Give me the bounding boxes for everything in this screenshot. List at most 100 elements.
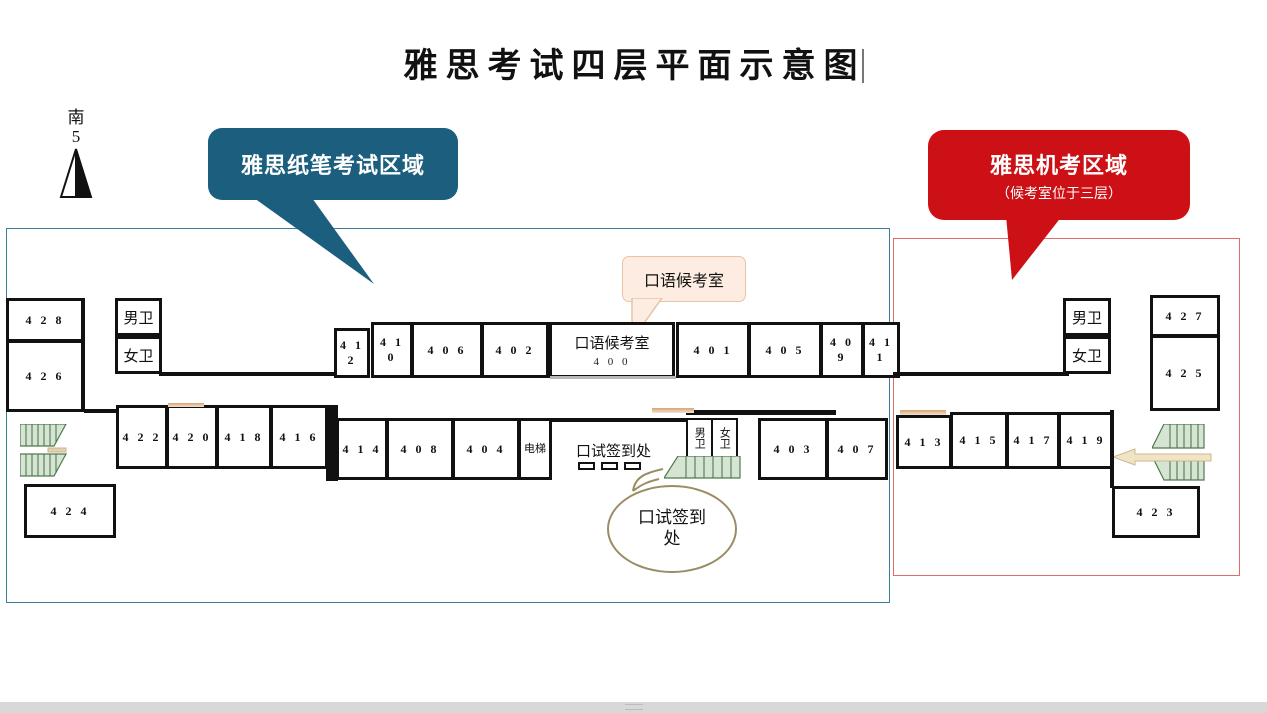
room-403-label: 4 0 3 <box>773 441 813 456</box>
room-420-label: 4 2 0 <box>172 429 212 444</box>
room-412[interactable]: 4 1 2 <box>334 328 370 378</box>
room-428[interactable]: 4 2 8 <box>6 298 84 342</box>
room-413[interactable]: 4 1 3 <box>896 415 952 469</box>
wall-segment <box>550 376 676 379</box>
room-417[interactable]: 4 1 7 <box>1006 412 1060 469</box>
room-423[interactable]: 4 2 3 <box>1112 486 1200 538</box>
room-408[interactable]: 4 0 8 <box>386 418 454 480</box>
restroom-women-left-label: 女卫 <box>123 346 154 365</box>
room-428-label: 4 2 8 <box>25 312 65 327</box>
restroom-men-right[interactable]: 男卫 <box>1063 298 1111 336</box>
restroom-women-mid[interactable]: 女卫 <box>711 418 738 458</box>
room-414-label: 4 1 4 <box>342 441 382 456</box>
stairs-left-icon <box>19 423 76 487</box>
callout-paper-zone-label: 雅思纸笔考试区域 <box>240 154 425 179</box>
checkin-desk <box>578 462 595 470</box>
wall-segment <box>1110 410 1114 488</box>
wall-segment <box>893 372 1069 376</box>
room-elevator[interactable]: 电梯 <box>518 418 552 480</box>
room-404-label: 4 0 4 <box>466 441 506 456</box>
restroom-women-left[interactable]: 女卫 <box>115 336 162 374</box>
page-title-text: 雅思考试四层平面示意图 <box>403 46 866 86</box>
callout-computer-zone-label: 雅思机考区域 <box>989 153 1128 179</box>
room-426-label: 4 2 6 <box>25 368 65 383</box>
callout-computer-zone[interactable]: 雅思机考区域 （候考室位于三层） <box>928 130 1190 280</box>
room-407[interactable]: 4 0 7 <box>826 418 888 480</box>
north-arrow-icon <box>56 147 96 204</box>
room-418-label: 4 1 8 <box>224 429 264 444</box>
room-406[interactable]: 4 0 6 <box>411 322 483 378</box>
room-400-name: 口语候考室 <box>574 334 650 352</box>
checkin-area-label: 口试签到处 <box>576 442 652 460</box>
page-title: 雅思考试四层平面示意图 <box>0 38 1267 87</box>
callout-speaking-checkin-tail <box>629 467 669 498</box>
room-422[interactable]: 4 2 2 <box>116 405 168 469</box>
compass-direction-label: 南 <box>67 108 85 128</box>
room-420[interactable]: 4 2 0 <box>166 405 218 469</box>
door-mark <box>168 403 204 407</box>
room-422-label: 4 2 2 <box>122 429 162 444</box>
room-415-label: 4 1 5 <box>959 433 999 447</box>
room-419-label: 4 1 9 <box>1066 433 1106 447</box>
room-400-speaking-waiting[interactable]: 口语候考室 4 0 0 <box>549 322 675 378</box>
wall-segment <box>550 418 686 422</box>
callout-speaking-waiting-room[interactable]: 口语候考室 <box>622 256 746 343</box>
room-424[interactable]: 4 2 4 <box>24 484 116 538</box>
callout-paper-zone[interactable]: 雅思纸笔考试区域 <box>208 128 458 284</box>
room-415[interactable]: 4 1 5 <box>950 412 1008 469</box>
restroom-men-left[interactable]: 男卫 <box>115 298 162 336</box>
room-403[interactable]: 4 0 3 <box>758 418 828 480</box>
callout-computer-zone-tail <box>1006 216 1096 291</box>
bottom-scroll-bar[interactable] <box>0 702 1267 713</box>
room-400-number: 4 0 0 <box>593 356 631 368</box>
room-401-label: 4 0 1 <box>693 342 733 357</box>
wall-segment <box>84 409 124 413</box>
restroom-men-left-label: 男卫 <box>123 308 154 327</box>
room-416-label: 4 1 6 <box>279 429 319 444</box>
room-406-label: 4 0 6 <box>427 342 467 357</box>
room-401[interactable]: 4 0 1 <box>676 322 750 378</box>
checkin-desk <box>601 462 618 470</box>
restroom-men-mid[interactable]: 男卫 <box>686 418 713 458</box>
room-405-label: 4 0 5 <box>765 342 805 357</box>
room-402[interactable]: 4 0 2 <box>481 322 549 378</box>
room-404[interactable]: 4 0 4 <box>452 418 520 480</box>
restroom-women-mid-label: 女卫 <box>718 427 732 449</box>
room-424-label: 4 2 4 <box>50 503 90 518</box>
room-402-label: 4 0 2 <box>495 342 535 357</box>
callout-speaking-checkin[interactable]: 口试签到处 <box>607 468 737 573</box>
restroom-men-mid-label: 男卫 <box>693 427 707 449</box>
room-405[interactable]: 4 0 5 <box>748 322 822 378</box>
room-410-label: 4 1 0 <box>380 335 404 364</box>
room-414[interactable]: 4 1 4 <box>336 418 388 480</box>
room-410[interactable]: 4 1 0 <box>371 322 413 378</box>
wall-segment <box>686 410 836 415</box>
room-425-label: 4 2 5 <box>1165 365 1205 380</box>
callout-paper-zone-tail <box>254 198 384 293</box>
zone-computer-based-exam <box>893 238 1240 576</box>
callout-speaking-checkin-label: 口试签到处 <box>638 507 706 549</box>
room-427[interactable]: 4 2 7 <box>1150 295 1220 337</box>
compass-number: 5 <box>71 126 81 146</box>
room-411[interactable]: 4 1 1 <box>862 322 900 378</box>
door-mark <box>652 408 694 413</box>
room-409-label: 4 0 9 <box>830 335 854 364</box>
callout-computer-zone-sub: （候考室位于三层） <box>996 185 1122 202</box>
door-mark <box>900 410 946 415</box>
stairs-mid-icon <box>662 455 744 485</box>
room-426[interactable]: 4 2 6 <box>6 340 84 412</box>
room-425[interactable]: 4 2 5 <box>1150 335 1220 411</box>
room-416[interactable]: 4 1 6 <box>270 405 328 469</box>
room-419[interactable]: 4 1 9 <box>1058 412 1114 469</box>
room-407-label: 4 0 7 <box>837 441 877 456</box>
restroom-women-right[interactable]: 女卫 <box>1063 336 1111 374</box>
restroom-women-right-label: 女卫 <box>1071 346 1102 365</box>
text-caret <box>861 49 864 83</box>
room-409[interactable]: 4 0 9 <box>820 322 864 378</box>
room-418[interactable]: 4 1 8 <box>216 405 272 469</box>
room-427-label: 4 2 7 <box>1165 308 1205 323</box>
room-411-label: 4 1 1 <box>869 335 893 364</box>
restroom-men-right-label: 男卫 <box>1071 308 1102 327</box>
scrollbar-grip-icon[interactable] <box>624 704 643 710</box>
wall-segment <box>159 372 339 376</box>
